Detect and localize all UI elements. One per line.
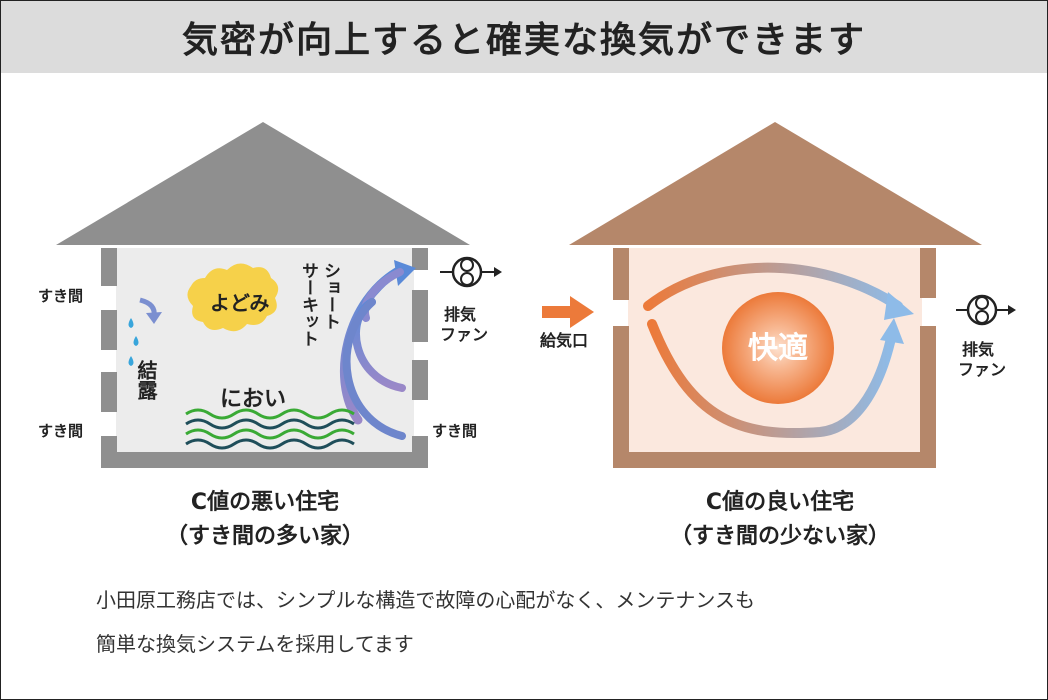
page-title: 気密が向上すると確実な換気ができます (181, 20, 866, 61)
header-bar: 気密が向上すると確実な換気ができます (1, 1, 1047, 73)
good-house-caption: C値の良い住宅 （すき間の少ない家） (660, 486, 900, 554)
short-circuit-label-1: ショート (320, 262, 340, 330)
airflow-arrow-bottom (647, 319, 897, 439)
bad-house-roof (56, 122, 470, 245)
exhaust-fan-icon (440, 256, 502, 288)
bad-house-wall-right (412, 248, 428, 270)
stagnation-label: よどみ (210, 291, 269, 315)
bad-house-caption-line2: （すき間の多い家） (165, 524, 364, 549)
bad-house-floor (101, 452, 428, 468)
water-drop-icon (128, 318, 134, 328)
condensation-arrow-head (146, 312, 162, 324)
odor-wave (185, 418, 355, 430)
good-house-wall-right (920, 248, 936, 298)
comfort-label: 快適 (748, 331, 808, 366)
good-house: 給気口 快適 排気 ファン (540, 122, 1016, 468)
fan-label-line1: 排気 (444, 305, 476, 324)
airflow-arrow-top (643, 262, 903, 311)
gap-label-bottom-left: すき間 (38, 422, 83, 440)
short-circuit-arrow-head (394, 260, 416, 286)
bad-house-wall-right (412, 360, 428, 400)
odor-label: におい (220, 387, 286, 412)
good-house-wall-left (613, 326, 629, 468)
exhaust-fan-icon (956, 294, 1016, 326)
bad-house-caption-line1: C値の悪い住宅 (190, 490, 340, 515)
short-circuit-label-2: サーキット (298, 262, 318, 347)
good-house-caption-line2: （すき間の少ない家） (669, 524, 890, 549)
stagnation-cloud (187, 263, 279, 332)
inlet-arrow-head (570, 296, 594, 328)
bad-house-wall-right (412, 290, 428, 342)
bad-house-wall-left (101, 248, 117, 286)
fan-label-line2: ファン (440, 325, 488, 344)
good-house-floor (613, 452, 936, 468)
good-house-roof (569, 122, 982, 245)
good-house-caption-line1: C値の良い住宅 (705, 490, 855, 515)
water-drop-icon (133, 336, 139, 346)
short-circuit-arrow-bottom (342, 298, 406, 440)
description: 小田原工務店では、シンプルな構造で故障の心配がなく、メンテナンスも 簡単な換気シ… (96, 578, 996, 666)
odor-wave (185, 408, 355, 420)
good-house-wall-left (613, 248, 629, 300)
bad-house-wall-left (101, 372, 117, 412)
odor-wave (185, 428, 355, 440)
gap-label-right: すき間 (432, 422, 477, 440)
fan-label-line2: ファン (958, 360, 1006, 379)
inlet-label: 給気口 (540, 331, 588, 350)
bad-house-caption: C値の悪い住宅 （すき間の多い家） (150, 486, 380, 554)
airflow-arrow-bottom-head (880, 318, 904, 344)
bad-house: すき間 すき間 すき間 よどみ におい 結露 ショート サーキット 排気 ファン (38, 122, 502, 468)
good-house-wall-right (920, 326, 936, 468)
condensation-label: 結露 (134, 359, 158, 400)
water-drop-icon (128, 356, 134, 366)
comfort-zone (722, 292, 834, 404)
description-line2: 簡単な換気システムを採用してます (96, 632, 414, 656)
inlet-arrow-shaft (542, 306, 572, 318)
bad-house-wall-left (101, 310, 117, 350)
odor-wave (185, 438, 355, 450)
gap-label-top-left: すき間 (38, 287, 83, 305)
fan-label-line1: 排気 (962, 340, 994, 359)
airflow-arrow-top-head (884, 292, 914, 320)
description-line1: 小田原工務店では、シンプルな構造で故障の心配がなく、メンテナンスも (96, 588, 755, 612)
